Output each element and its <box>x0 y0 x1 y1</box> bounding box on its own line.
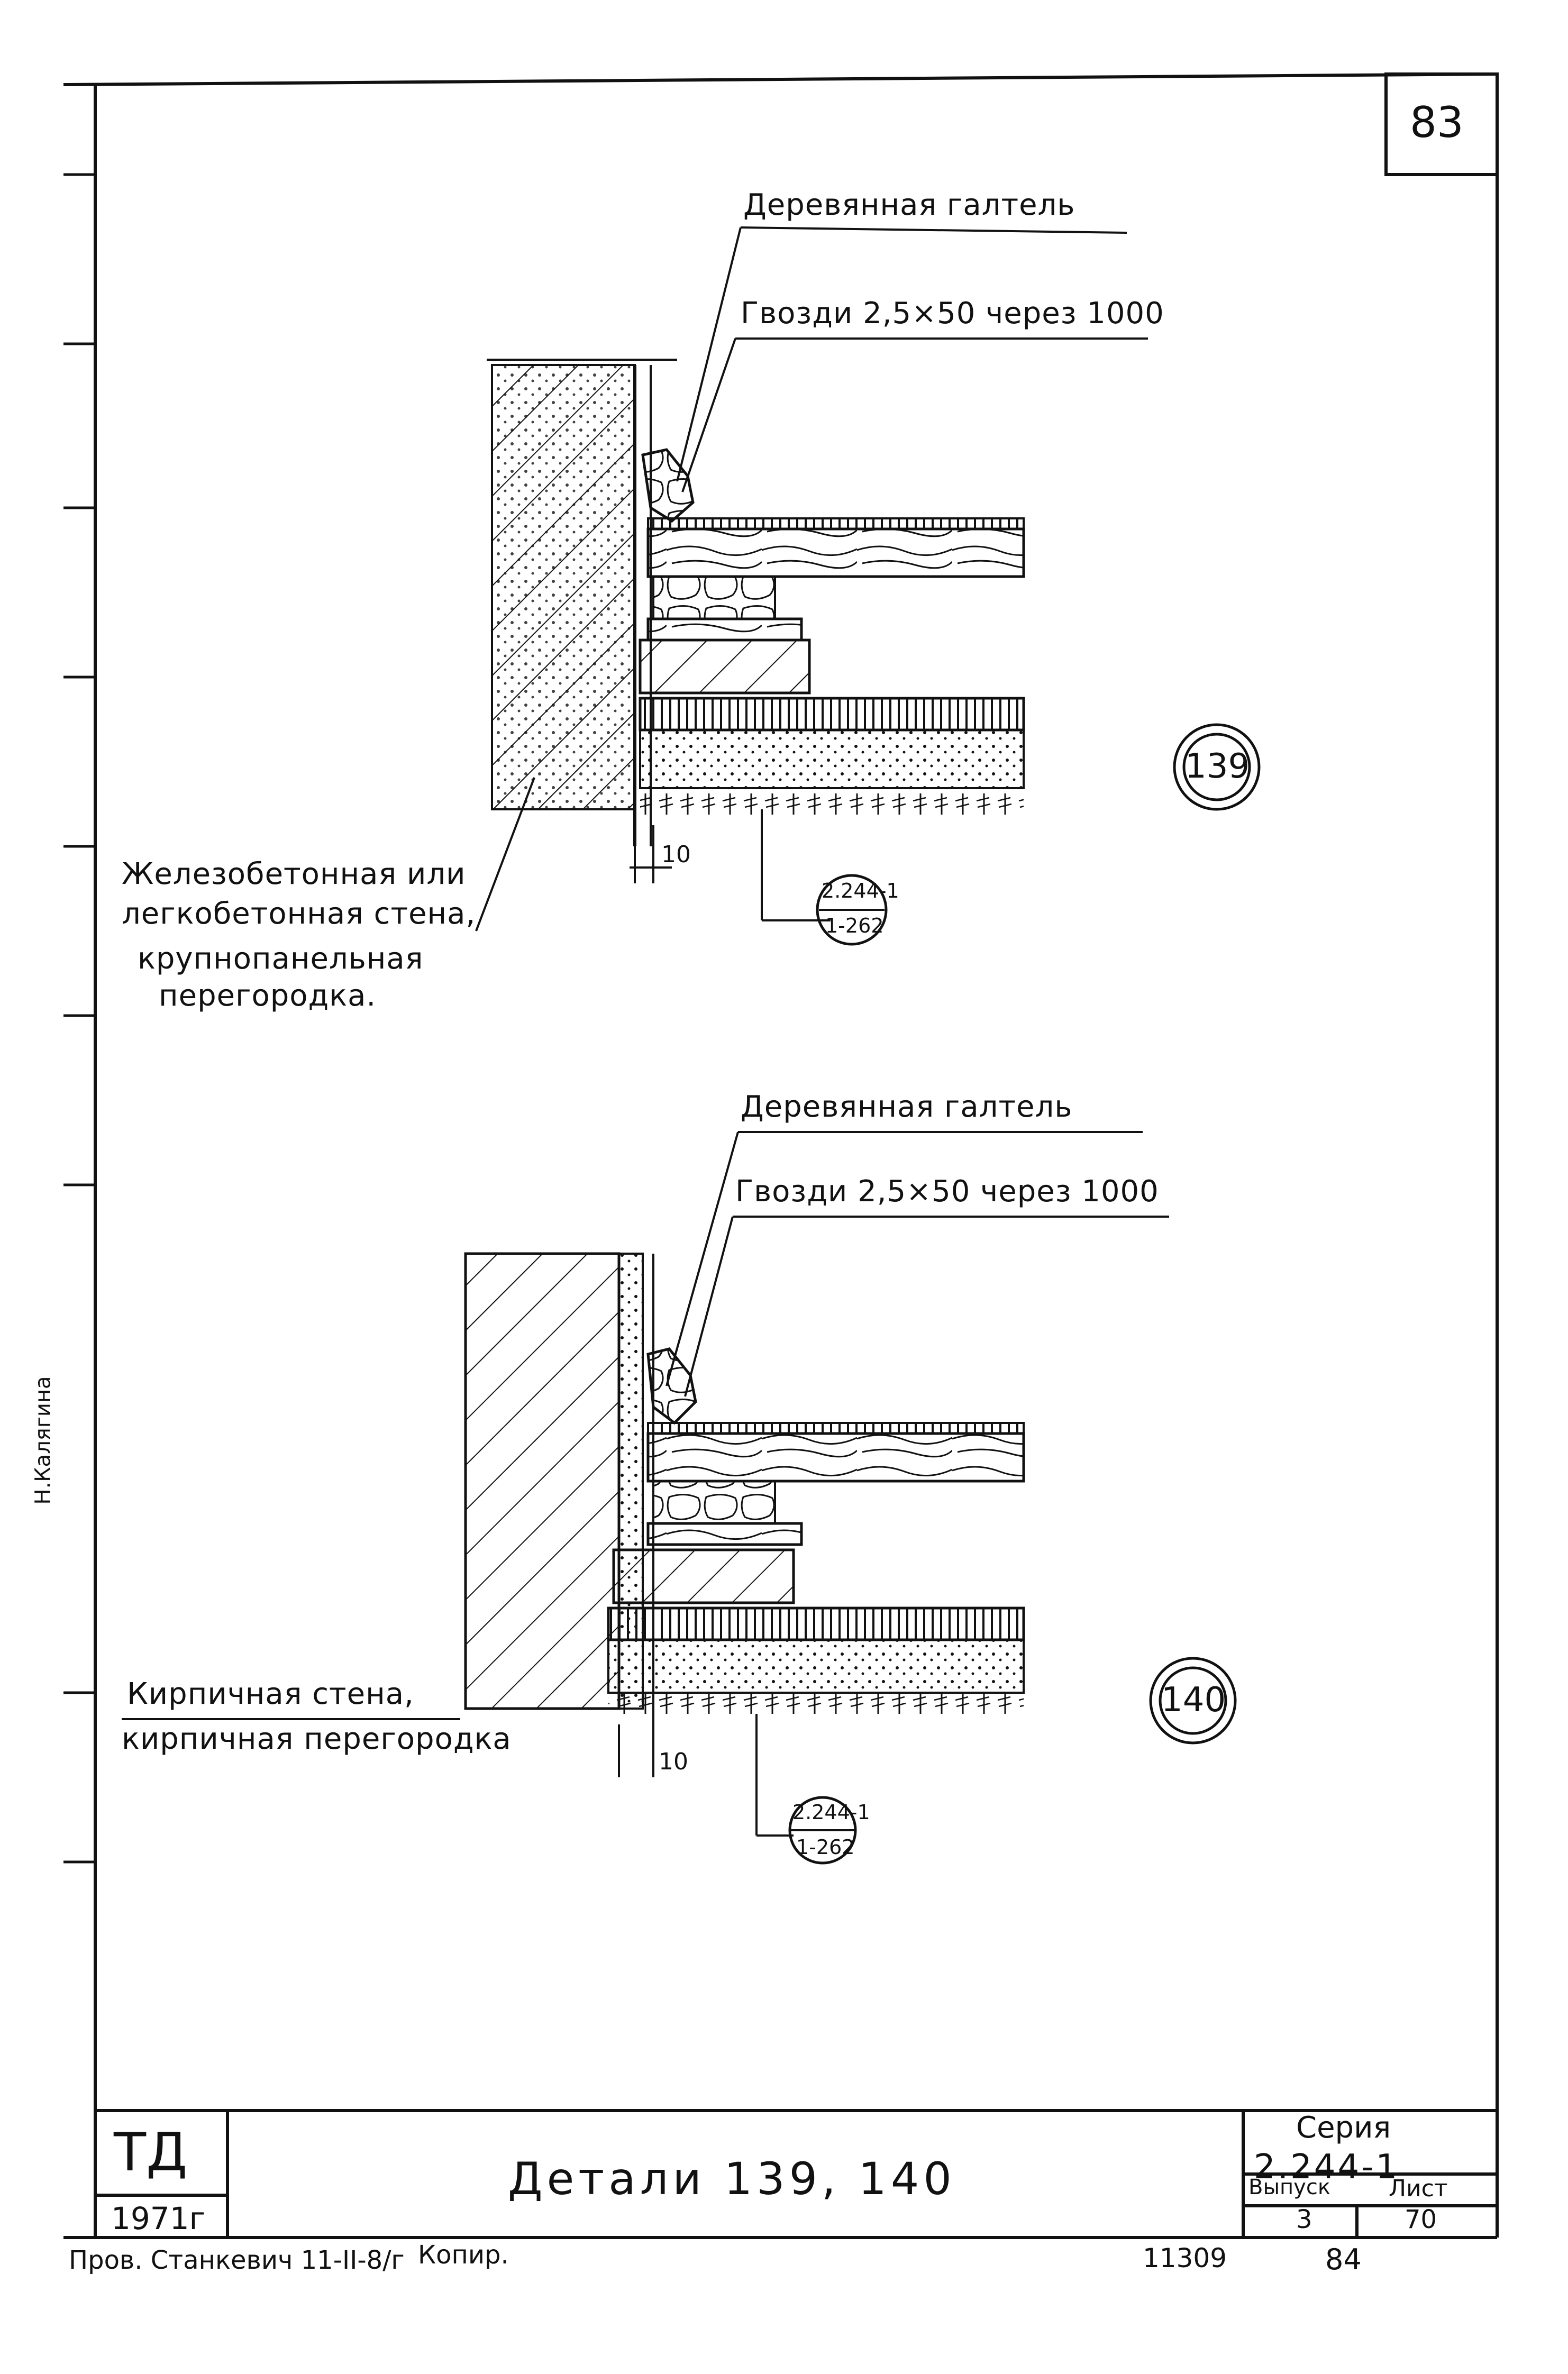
detail-140-nails-label: Гвозди 2,5×50 через 1000 <box>735 1174 1159 1209</box>
detail-139-drawing <box>475 226 1261 946</box>
detail-139-wall-label-4: перегородка. <box>159 979 377 1013</box>
title-block-series-label: Серия <box>1296 2111 1391 2145</box>
detail-140-ref-bottom: 1-262 <box>796 1836 855 1859</box>
detail-140-wall-label-1: Кирпичная стена, <box>127 1677 414 1711</box>
margin-signature: Н.Калягина <box>31 1376 56 1505</box>
title-block-sheet-label: Лист <box>1389 2175 1448 2202</box>
detail-139-wall-label-1: Железобетонная или <box>122 857 466 891</box>
detail-139-marker: 139 <box>1185 747 1250 786</box>
footer-page: 84 <box>1325 2243 1362 2276</box>
footer-doc-number: 11309 <box>1143 2243 1227 2273</box>
title-block-issue-label: Выпуск <box>1248 2175 1330 2199</box>
title-block-sheet-value: 70 <box>1405 2205 1437 2234</box>
detail-140-ref-top: 2.244-1 <box>792 1801 870 1824</box>
footer-copied: Копир. <box>418 2240 509 2270</box>
detail-140-drawing <box>122 1131 1237 1865</box>
detail-139-ref-bottom: 1-262 <box>825 914 884 937</box>
detail-139-nails-label: Гвозди 2,5×50 через 1000 <box>741 296 1164 331</box>
detail-139-dimension: 10 <box>661 841 691 868</box>
title-block-series-value: 2.244-1 <box>1254 2148 1400 2187</box>
detail-140-wall-label-2: кирпичная перегородка <box>122 1722 512 1756</box>
title-block-issue-value: 3 <box>1296 2205 1312 2234</box>
title-block-lines <box>95 2109 1497 2238</box>
detail-140-dimension: 10 <box>659 1748 688 1775</box>
footer-checked: Пров. Станкевич 11-II-8/г <box>69 2245 405 2275</box>
margin-ticks <box>63 173 95 1864</box>
title-block-year: 1971г <box>111 2200 206 2236</box>
detail-139-fillet-label: Деревянная галтель <box>743 188 1075 222</box>
title-block-org: ТД <box>114 2121 188 2183</box>
title-block-title: Детали 139, 140 <box>508 2153 956 2205</box>
detail-140-fillet-label: Деревянная галтель <box>741 1090 1073 1124</box>
sheet-number: 83 <box>1410 98 1464 147</box>
detail-139-ref-top: 2.244-1 <box>822 879 899 902</box>
sheet-frame <box>63 72 1499 2239</box>
detail-140-marker: 140 <box>1161 1681 1226 1720</box>
detail-139-wall-label-3: крупнопанельная <box>138 942 424 976</box>
detail-139-wall-label-2: легкобетонная стена, <box>122 897 476 931</box>
